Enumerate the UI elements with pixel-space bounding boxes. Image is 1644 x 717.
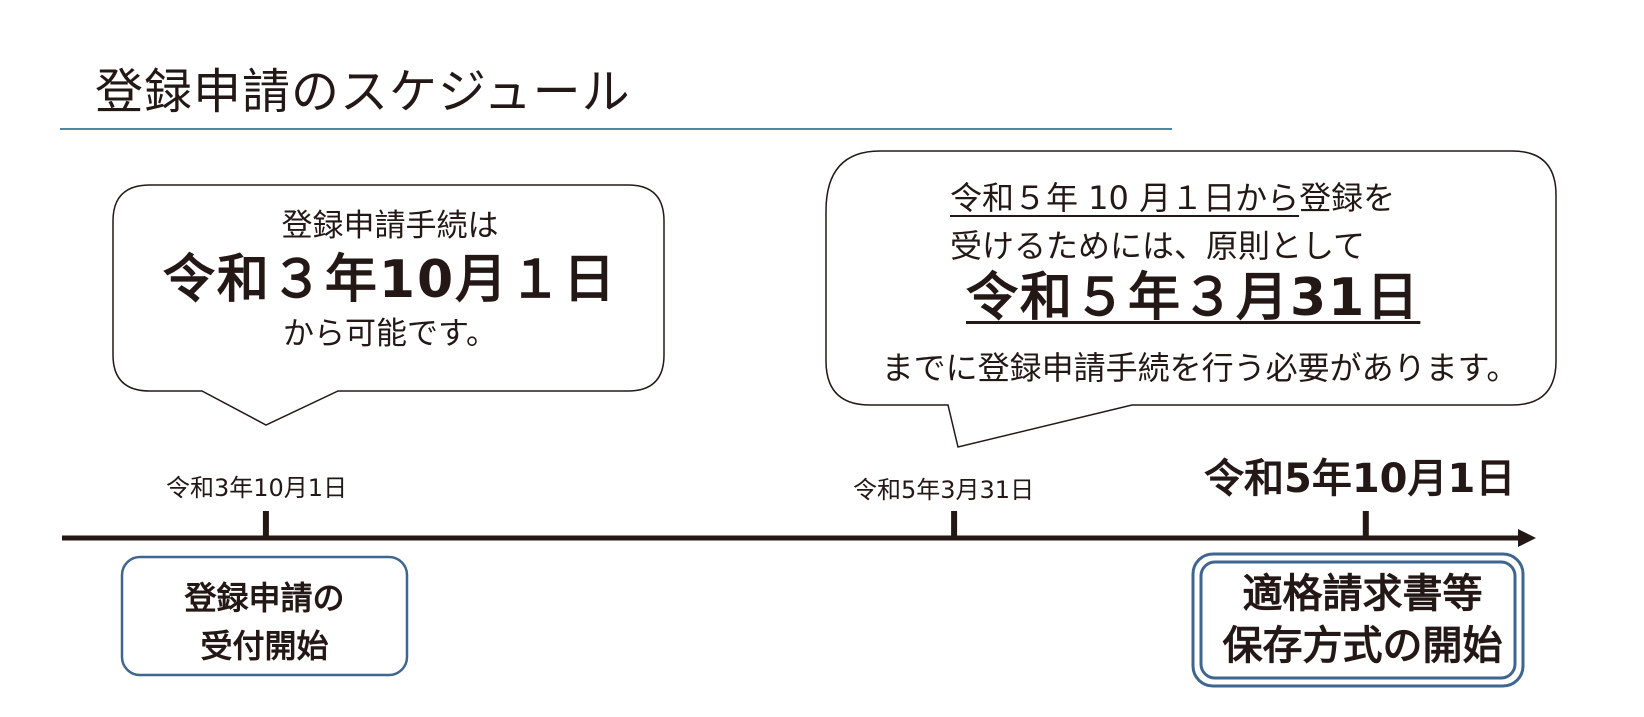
callout-right-deadline: 令和５年３月31日: [966, 268, 1421, 328]
box-invoice-system-start-outer: [1191, 552, 1525, 688]
date-label-deadline: 令和5年3月31日: [853, 476, 1035, 504]
callout-left-bubble: [112, 184, 665, 426]
callout-left-text: 登録申請手続は 令和３年10月１日 から可能です。: [110, 204, 670, 356]
callout-left-line3: から可能です。: [283, 316, 497, 352]
box-invoice-system-start-text: 適格請求書等 保存方式の開始: [1200, 568, 1525, 672]
callout-right-line4: までに登録申請手続を行う必要があります。: [881, 349, 1519, 387]
callout-right-bubble: [825, 150, 1557, 448]
callout-left-line1: 登録申請手続は: [281, 208, 499, 244]
callout-right-line1: 令和５年 10 月１日から登録を: [950, 174, 1395, 222]
tick-start: [262, 511, 269, 539]
date-label-start: 令和3年10月1日: [166, 474, 348, 502]
tick-launch: [1362, 511, 1369, 539]
box-registration-start-text: 登録申請の 受付開始: [122, 574, 407, 670]
box-registration-start: [120, 555, 409, 677]
box-invoice-system-start-inner: [1199, 560, 1517, 680]
callout-left-date: 令和３年10月１日: [162, 250, 618, 310]
timeline-ticks: [262, 511, 1369, 539]
callout-right-line2: 受けるためには、原則として: [950, 227, 1366, 265]
box-registration-start-line1: 登録申請の: [184, 579, 345, 617]
date-label-launch: 令和5年10月1日: [1204, 456, 1516, 502]
box-invoice-system-start-line1: 適格請求書等: [1242, 571, 1483, 617]
box-invoice-system-start-line2: 保存方式の開始: [1222, 623, 1503, 669]
box-registration-start-line2: 受付開始: [200, 627, 329, 665]
page-title: 登録申請のスケジュール: [95, 64, 631, 120]
tick-deadline: [951, 511, 958, 539]
timeline-arrowhead: [1518, 529, 1536, 547]
callout-right-line1-underlined: 令和５年 10 月１日から: [950, 179, 1300, 217]
callout-right-line1-rest: 登録を: [1299, 179, 1396, 217]
